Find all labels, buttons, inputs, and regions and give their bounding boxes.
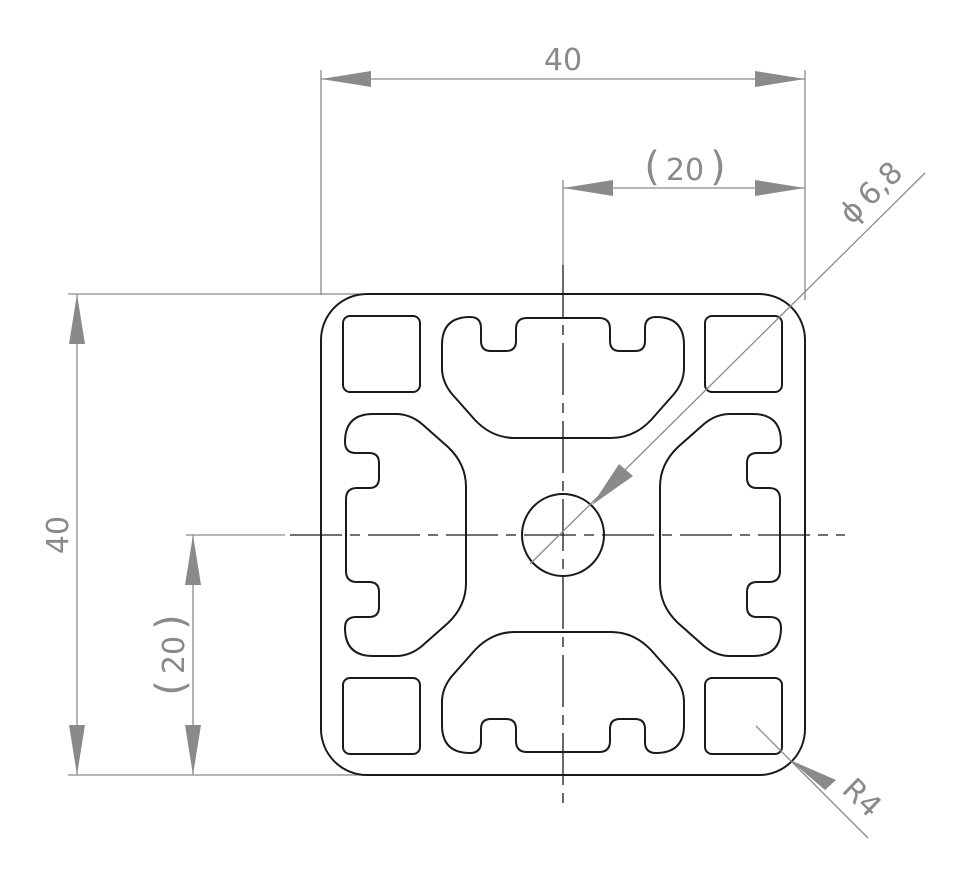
- dimension-half-width: (20): [562, 144, 805, 265]
- paren-close: ): [710, 144, 726, 190]
- diameter-value: 6,8: [851, 155, 910, 213]
- t-slot-left: [344, 413, 467, 657]
- corner-cavity-bottom-right: [704, 677, 783, 755]
- dimension-label-half-width: (20): [644, 144, 725, 190]
- dimension-label-height: 40: [41, 516, 76, 554]
- diameter-leader-line: [529, 172, 926, 565]
- half-height-value: 20: [157, 636, 192, 674]
- paren-close: ): [148, 614, 194, 630]
- arrowhead-diameter: [592, 464, 633, 505]
- half-width-value: 20: [666, 153, 704, 188]
- paren-open: (: [644, 144, 660, 190]
- paren-open: (: [148, 680, 194, 696]
- corner-cavity-top-left: [342, 315, 421, 393]
- arrowhead-bottom: [185, 725, 201, 775]
- center-lines: [290, 265, 845, 808]
- arrowhead-top: [69, 294, 85, 344]
- arrowhead-left: [321, 71, 371, 87]
- dimension-label-half-height: (20): [148, 614, 194, 695]
- t-slot-bottom: [441, 631, 685, 754]
- t-slot-right: [659, 413, 782, 657]
- arrowhead-top: [185, 535, 201, 585]
- arrowhead-left: [563, 180, 613, 196]
- arrowhead-right: [755, 180, 805, 196]
- dimension-half-height: (20): [148, 534, 285, 775]
- dimension-overall-width: 40: [320, 43, 806, 300]
- dimension-label-diameter: ϕ6,8: [833, 155, 910, 231]
- corner-cavity-top-right: [704, 315, 783, 393]
- dimension-label-width: 40: [544, 43, 582, 78]
- dimension-corner-radius: R4: [755, 725, 888, 839]
- arrowhead-radius: [790, 760, 836, 790]
- corner-cavity-bottom-left: [342, 677, 421, 755]
- arrowhead-right: [755, 71, 805, 87]
- dimension-label-radius: R4: [835, 772, 888, 825]
- radius-leader-line: [755, 725, 869, 839]
- t-slot-top: [441, 316, 685, 439]
- dimension-overall-height: 40: [41, 293, 362, 776]
- arrowhead-bottom: [69, 725, 85, 775]
